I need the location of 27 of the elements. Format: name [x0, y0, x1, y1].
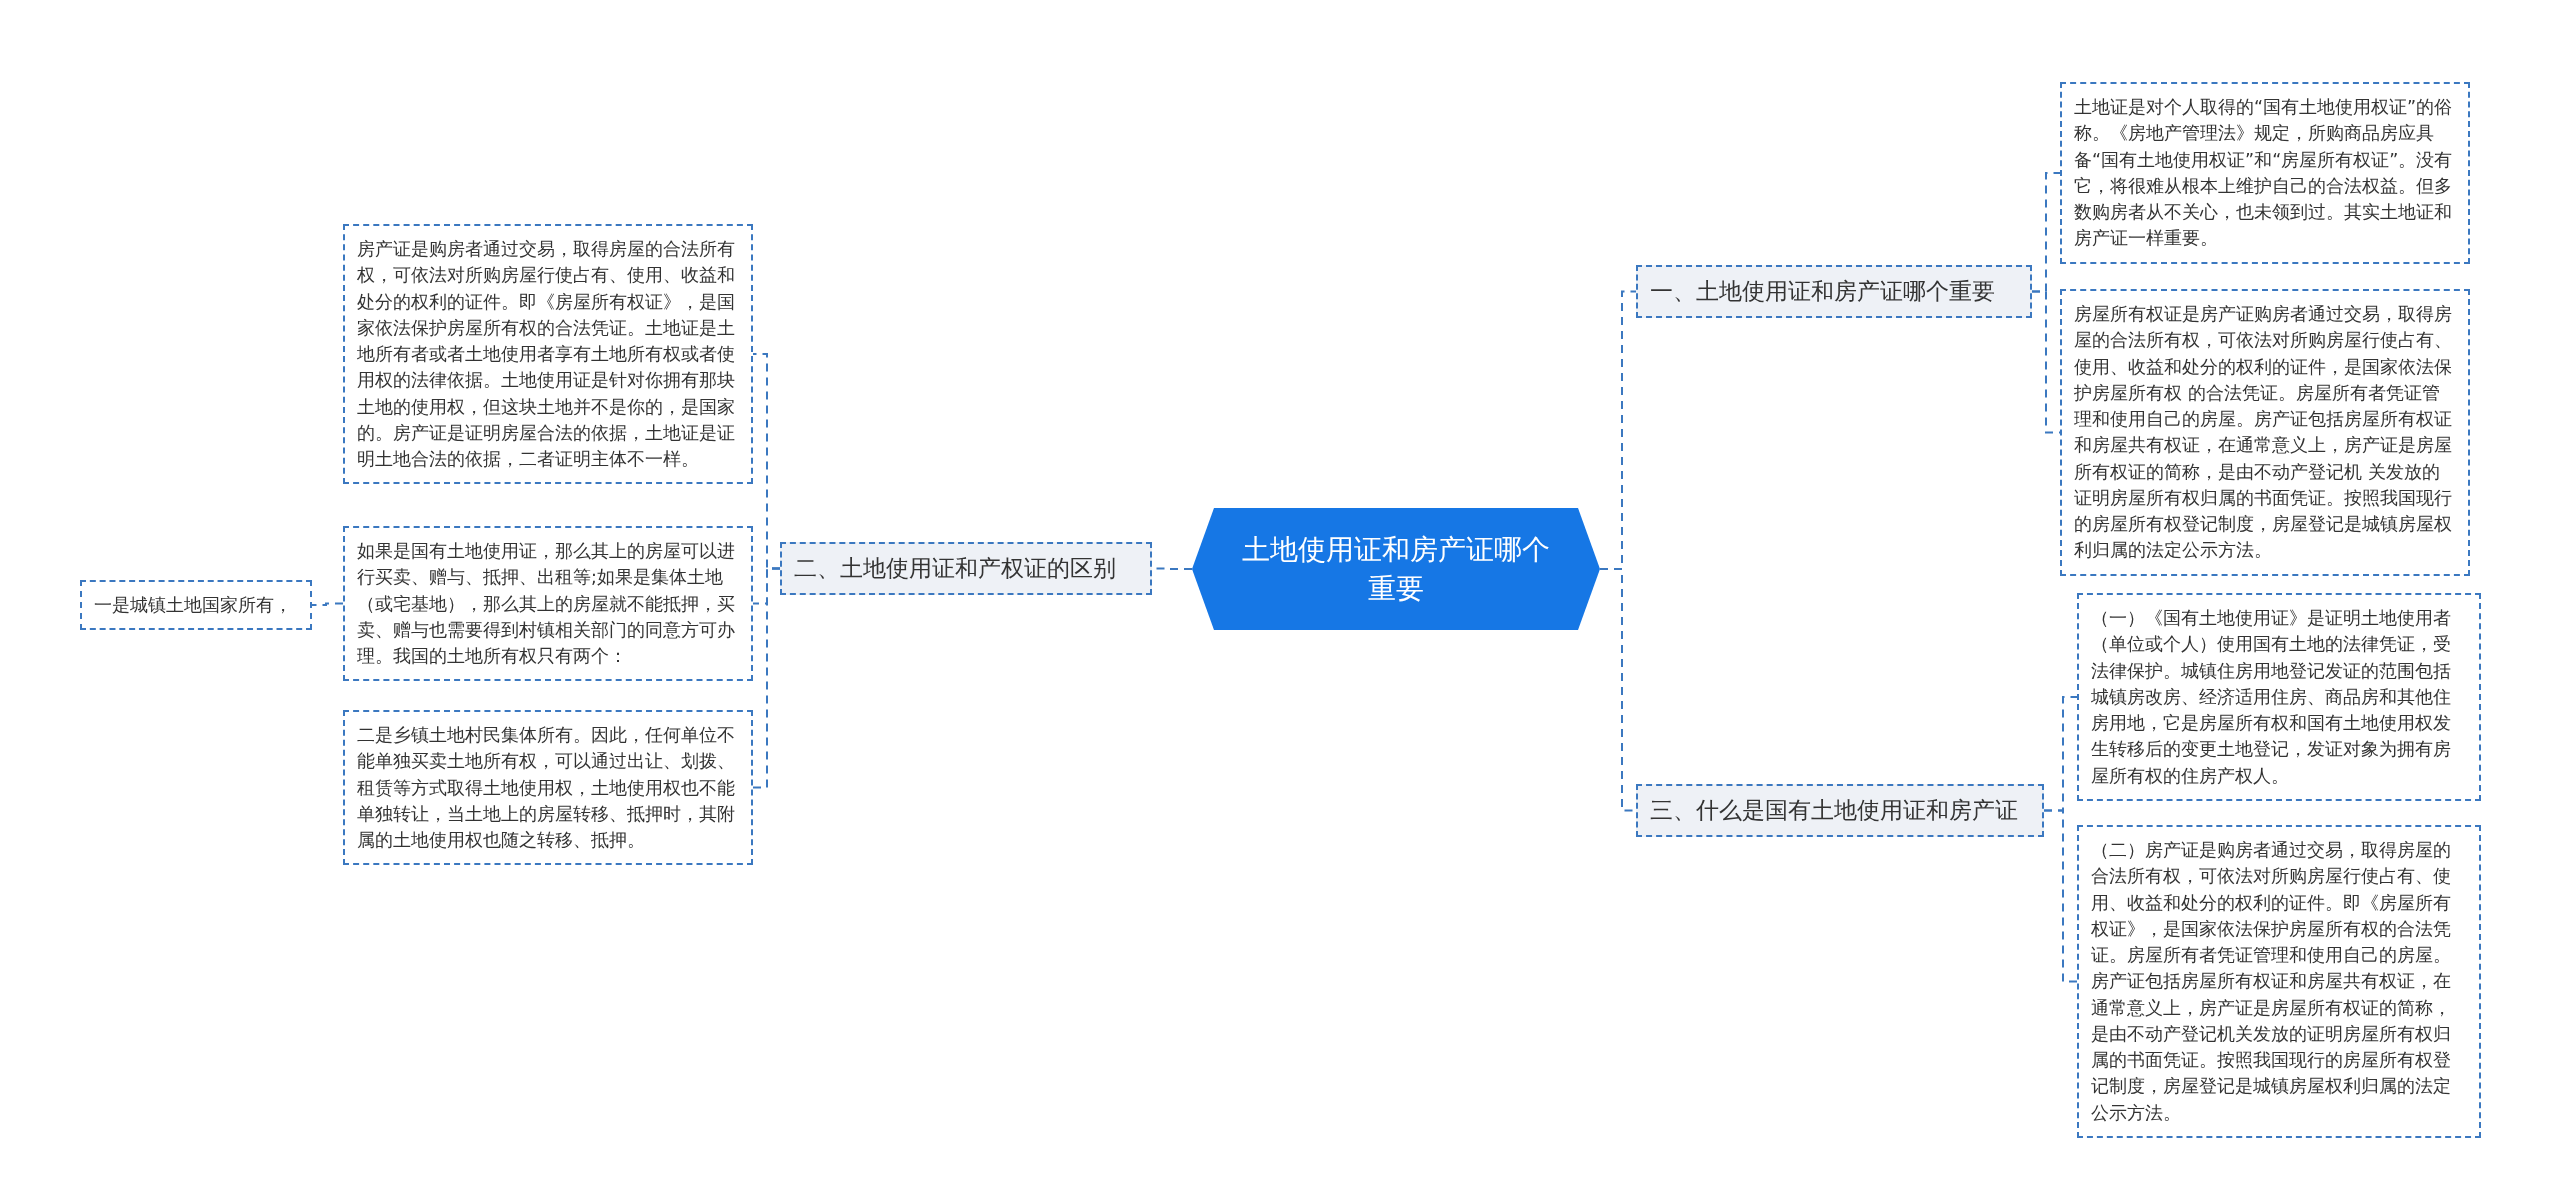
- note-box: [343, 526, 753, 682]
- note-box: [343, 224, 753, 485]
- note-box: [343, 710, 753, 866]
- connector-line: [2043, 809, 2078, 983]
- note-box: [2077, 825, 2481, 1138]
- note-text: （一）《国有土地使用证》是证明土地使用者（单位或个人）使用国有土地的法律凭证，受法律保护。城镇住房用地登记发证的范围包括城镇房改房、经济适用住房、商品房和其他住房用地，它是房屋所有权和国有土地使用权发生转移后的变更土地登记，发证对象为拥有房屋所有权的住房产权人。: [2091, 607, 2452, 788]
- note-box: [2060, 289, 2470, 576]
- central-topic-text: 土地使用证和房产证哪个重要: [1241, 531, 1551, 607]
- branch-topic-box: [1636, 265, 2032, 319]
- branch-topic-box: [1636, 784, 2044, 838]
- branch-topic-text: 二、土地使用证和产权证的区别: [794, 554, 1116, 583]
- note-box: [80, 580, 312, 631]
- branch-topic-text: 一、土地使用证和房产证哪个重要: [1650, 277, 1995, 306]
- note-text: 土地证是对个人取得的“国有土地使用权证”的俗称。《房地产管理法》规定，所购商品房应具备“国有土地使用权证”和“房屋所有权证”。没有它，将很难从根本上维护自己的合法权益。但多数购房者从不关心，也未领到过。其实土地证和房产证一样重要。: [2074, 96, 2454, 251]
- note-text: 二是乡镇土地村民集体所有。因此，任何单位不能单独买卖土地所有权，可以通过出让、划拨、租赁等方式取得土地使用权，土地使用权也不能单独转让，当土地上的房屋转移、抵押时，其附属的土地使用权也随之转移、抵押。: [357, 724, 736, 852]
- note-box: [2060, 82, 2470, 264]
- connector-line: [311, 602, 344, 606]
- note-text: 一是城镇土地国家所有，: [94, 594, 293, 617]
- note-text: 房屋所有权证是房产证购房者通过交易，取得房屋的合法所有权，可依法对所购房屋行使占有、使用、收益和处分的权利的证件，是国家依法保护房屋所有权 的合法凭证。房屋所有者凭证管理和使用自己的房屋。房产证包括房屋所有权证和房屋共有权证，在通常意义上，房产证是房屋所有权证的简称，是由不动产登记机 关发放的证明房屋所有权归属的书面凭证。按照我国现行的房屋所有权登记制度，房屋登记是城镇房屋权利归属的法定公示方法。: [2074, 303, 2453, 563]
- note-text: 房产证是购房者通过交易，取得房屋的合法所有权，可依法对所购房屋行使占有、使用、收益和处分的权利的证件。即《房屋所有权证》，是国家依法保护房屋所有权的合法凭证。土地证是土地所有者或者土地使用者享有土地所有权或者使用权的法律依据。土地使用证是针对你拥有那块土地的使用权，但这块土地并不是你的，是国家的。房产证是证明房屋合法的依据，土地证是证明土地合法的依据，二者证明主体不一样。: [357, 238, 736, 471]
- note-text: （二）房产证是购房者通过交易，取得房屋的合法所有权，可依法对所购房屋行使占有、使用、收益和处分的权利的证件。即《房屋所有权证》，是国家依法保护房屋所有权的合法凭证。房屋所有者凭证管理和使用自己的房屋。房产证包括房屋所有权证和房屋共有权证，在通常意义上，房产证是房屋所有权证的简称，是由不动产登记机关发放的证明房屋所有权归属的书面凭证。按照我国现行的房屋所有权登记制度，房屋登记是城镇房屋权利归属的法定公示方法。: [2091, 839, 2452, 1125]
- branch-topic-box: [780, 542, 1152, 596]
- note-text: 如果是国有土地使用证，那么其上的房屋可以进行买卖、赠与、抵押、出租等;如果是集体土地（或宅基地），那么其上的房屋就不能抵押，买卖、赠与也需要得到村镇相关部门的同意方可办理。我国的土地所有权只有两个：: [357, 540, 736, 668]
- branch-topic-text: 三、什么是国有土地使用证和房产证: [1650, 796, 2018, 825]
- connector-line: [752, 567, 781, 789]
- note-box: [2077, 593, 2481, 801]
- central-topic-hexagon: [1192, 508, 1600, 630]
